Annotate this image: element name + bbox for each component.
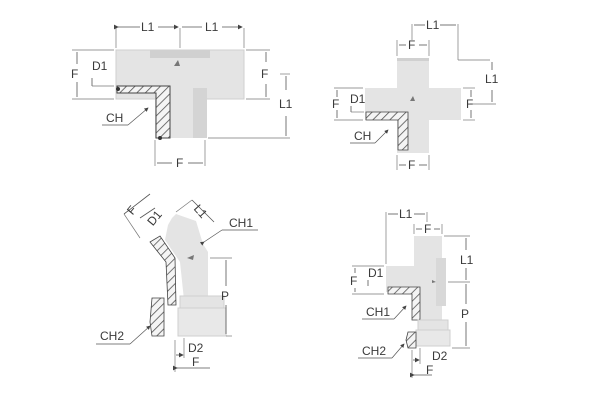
cross-l1-top-label: L1 <box>426 18 440 32</box>
tee-f-left-label: F <box>71 67 78 81</box>
cross-d1-label: D1 <box>350 92 366 106</box>
cross-ch-label: CH <box>354 129 371 143</box>
elbow-ch1-label: CH1 <box>229 216 253 230</box>
elbow-p-label: P <box>221 289 229 303</box>
branch-d2-label: D2 <box>432 349 448 363</box>
elbow-d2-label: D2 <box>188 341 204 355</box>
tee-fitting: L1 L1 F D1 F L1 CH F <box>71 20 293 170</box>
branch-p-label: P <box>461 307 469 321</box>
branch-ch1-label: CH1 <box>366 305 390 319</box>
cross-f-bottom-label: F <box>408 158 415 172</box>
branch-f-bottom-label: F <box>426 363 433 377</box>
tee-d1-label: D1 <box>92 59 108 73</box>
tee-l1-right-label: L1 <box>205 20 219 34</box>
tee-f-bottom-label: F <box>176 156 183 170</box>
branch-tee-swivel-fitting: L1 F L1 P F D1 CH1 CH2 D2 F <box>350 207 474 378</box>
tee-l1-left-label: L1 <box>141 20 155 34</box>
branch-ch2-label: CH2 <box>362 344 386 358</box>
cross-f-top-label: F <box>408 38 415 52</box>
tee-ch-label: CH <box>106 111 123 125</box>
cross-f-left-label: F <box>332 97 339 111</box>
cross-fitting: L1 F L1 F D1 F CH F <box>332 18 499 172</box>
elbow-f-bottom-label: F <box>192 355 199 369</box>
branch-l1-top-label: L1 <box>399 207 413 221</box>
elbow-l1-label: L1 <box>191 202 211 222</box>
tee-f-right-label: F <box>261 67 268 81</box>
elbow-45-swivel-fitting: F D1 L1 CH1 P CH2 D2 F <box>96 193 258 372</box>
branch-d1-label: D1 <box>368 266 384 280</box>
branch-f-top-label: F <box>424 222 431 236</box>
elbow-f-label: F <box>124 203 139 218</box>
branch-f-left-label: F <box>350 274 357 288</box>
elbow-d1-label: D1 <box>144 207 165 228</box>
cross-l1-vertical-label: L1 <box>485 72 499 86</box>
cross-f-right-label: F <box>466 97 473 111</box>
elbow-ch2-label: CH2 <box>100 329 124 343</box>
branch-l1-vertical-label: L1 <box>460 253 474 267</box>
tee-l1-vertical-label: L1 <box>279 97 293 111</box>
